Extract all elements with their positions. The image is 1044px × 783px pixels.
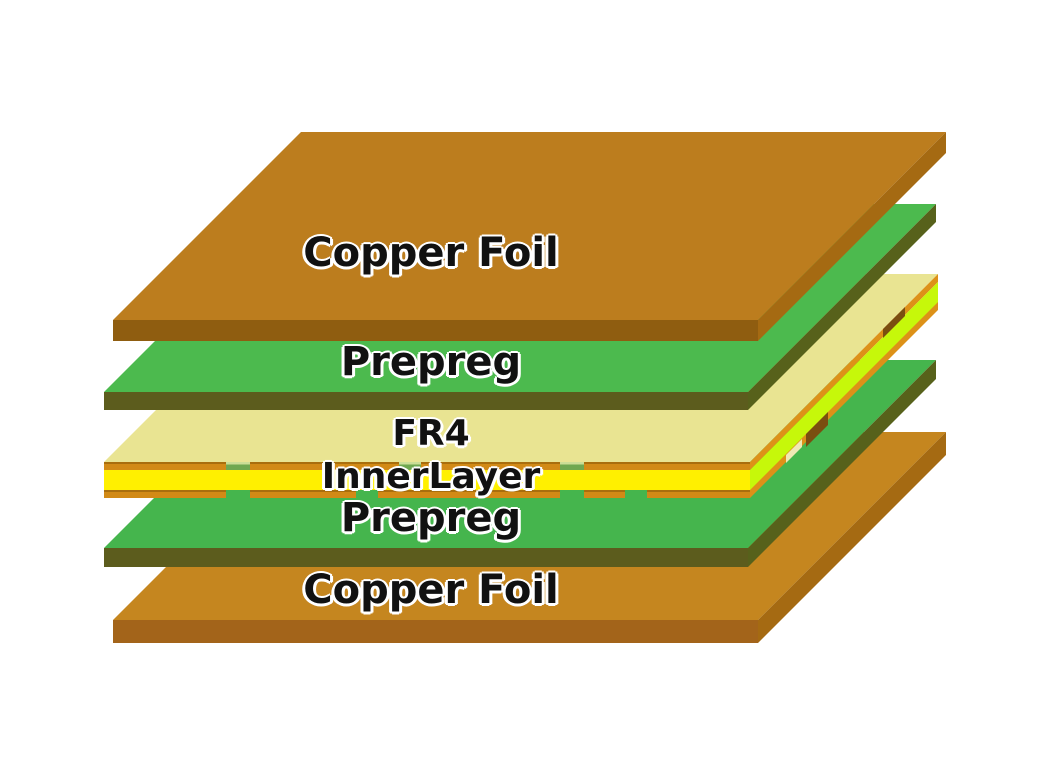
copper-foil-top-slab — [113, 132, 946, 341]
copper-foil-bottom-right-face — [758, 432, 946, 643]
trace-gap-highlight — [560, 462, 584, 465]
inner-copper-lower-edge-line — [104, 490, 750, 492]
inner-copper-upper-front-strip — [104, 462, 750, 470]
copper-foil-top-top-face — [113, 132, 946, 320]
prepreg-bottom-right-face — [748, 360, 936, 567]
prepreg-bottom-front-face — [104, 548, 748, 567]
side-etch-notch-pale — [786, 439, 802, 463]
trace-gap-highlight — [226, 462, 250, 465]
innerlayer-core-front — [104, 470, 750, 490]
innerlayer-label: InnerLayer — [321, 456, 541, 497]
trace-gap — [560, 462, 584, 470]
prepreg-top-label: Prepreg — [340, 339, 522, 385]
trace-gap — [356, 490, 378, 498]
trace-gap — [226, 490, 250, 498]
prepreg-top-right-face — [748, 204, 936, 410]
innerlayer-core-right-face — [750, 282, 938, 491]
copper-foil-top-right-face — [758, 132, 946, 341]
copper-foil-top-label: Copper Foil — [303, 230, 559, 276]
lower-trace-gaps — [226, 490, 647, 498]
upper-trace-gaps — [226, 462, 584, 470]
trace-gap-highlight — [399, 462, 421, 465]
trace-gap — [625, 490, 647, 498]
copper-foil-bottom-front-face — [113, 620, 758, 643]
inner-copper-upper-edge-line — [104, 462, 750, 464]
trace-gap — [560, 490, 584, 498]
prepreg-bottom-label: Prepreg — [340, 495, 522, 541]
side-etch-notch-dark-lower — [806, 412, 828, 447]
copper-foil-bottom-label: Copper Foil — [303, 567, 559, 613]
inner-copper-lower-front-strip — [104, 490, 750, 498]
fr4-label: FR4 — [392, 413, 470, 454]
copper-foil-top-front-face — [113, 320, 758, 341]
prepreg-top-front-face — [104, 392, 748, 410]
trace-gap — [399, 462, 421, 470]
trace-gap — [226, 462, 250, 470]
side-etch-notch-dark-upper — [883, 307, 905, 338]
